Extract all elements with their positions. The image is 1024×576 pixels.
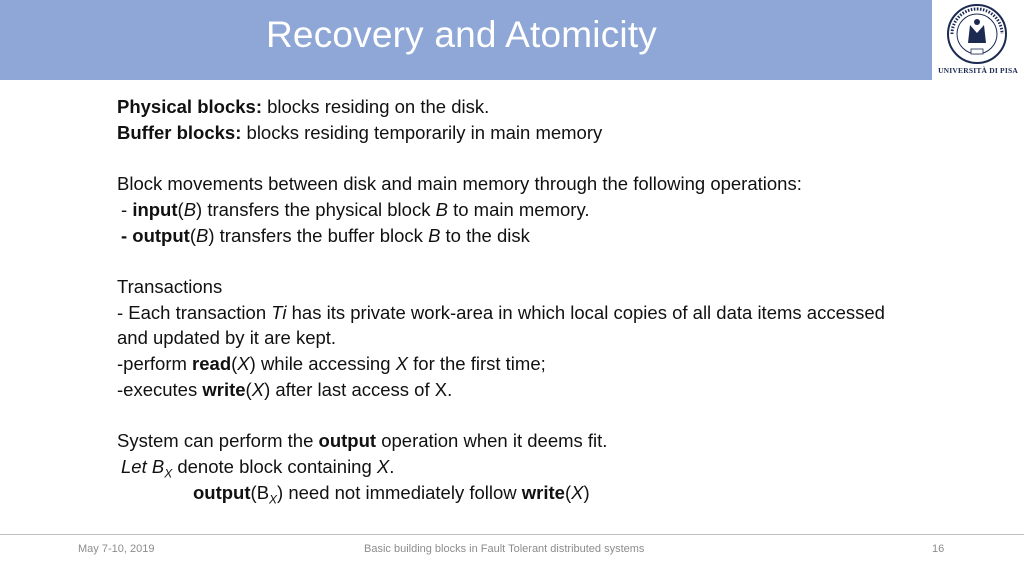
text-line: Let BX denote block containing X. bbox=[121, 455, 395, 481]
text-line: -perform read(X) while accessing X for t… bbox=[117, 353, 546, 374]
footer-title: Basic building blocks in Fault Tolerant … bbox=[364, 543, 645, 555]
text-line: - output(B) transfers the buffer block B… bbox=[121, 224, 530, 246]
logo-wordmark: UNIVERSITÀ DI PISA bbox=[938, 66, 1018, 75]
text-line: Block movements between disk and main me… bbox=[117, 173, 802, 195]
slide-title: Recovery and Atomicity bbox=[266, 14, 658, 55]
title-bar: Recovery and Atomicity bbox=[0, 0, 932, 80]
university-seal-icon bbox=[947, 4, 1007, 64]
page-number: 16 bbox=[932, 543, 945, 555]
university-logo: UNIVERSITÀ DI PISA bbox=[932, 0, 1024, 80]
text-line: Physical blocks: blocks residing on the … bbox=[117, 96, 490, 117]
footer-divider bbox=[0, 534, 1024, 535]
footer-date: May 7-10, 2019 bbox=[78, 543, 155, 555]
text-line: - input(B) transfers the physical block … bbox=[121, 198, 590, 220]
text-line: System can perform the output operation … bbox=[117, 430, 608, 452]
text-line: -executes write(X) after last access of … bbox=[117, 378, 453, 400]
text-line: Transactions bbox=[117, 275, 223, 297]
text-line: and updated by it are kept. bbox=[117, 327, 337, 349]
text-line: - Each transaction Ti has its private wo… bbox=[117, 301, 885, 323]
slide-body: Physical blocks: blocks residing on the … bbox=[117, 94, 997, 505]
text-line: output(BX) need not immediately follow w… bbox=[193, 481, 590, 507]
text-line: Buffer blocks: blocks residing temporari… bbox=[117, 121, 603, 143]
